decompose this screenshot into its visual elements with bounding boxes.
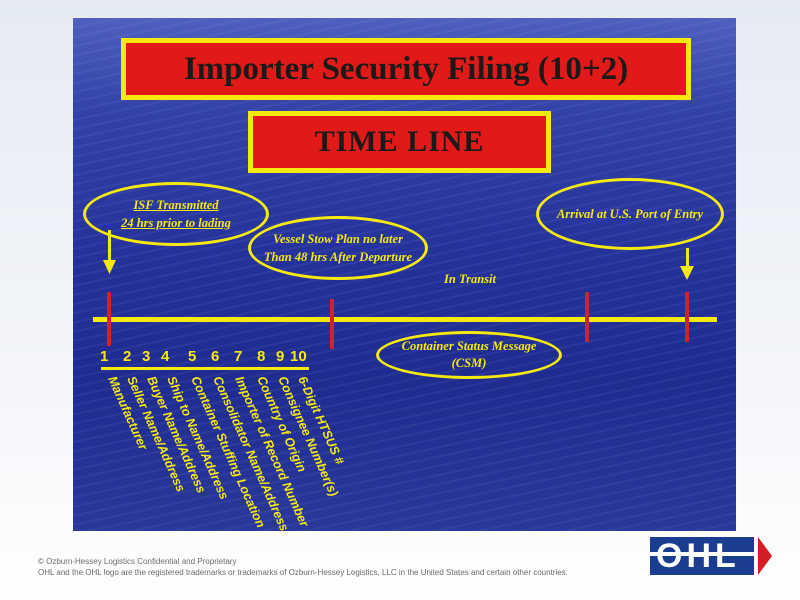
timeline-graphic [93,230,717,370]
arrival-oval: Arrival at U.S. Port of Entry [536,178,724,250]
item-number-8: 8 [257,348,266,365]
arrival-label: Arrival at U.S. Port of Entry [556,206,704,221]
vessel-stow-oval: Vessel Stow Plan no later Than 48 hrs Af… [248,216,428,280]
ohl-logo: OHL [646,533,776,579]
in-transit-label: In Transit [444,272,496,286]
item-number-10: 10 [290,348,307,365]
isf-transmitted-title: ISF Transmitted [133,197,219,212]
vessel-stow-line2: Than 48 hrs After Departure [263,250,413,264]
isf-transmitted-oval: ISF Transmitted 24 hrs prior to lading [83,182,269,246]
csm-oval: Container Status Message (CSM) [376,331,562,379]
ohl-logo-graphic [650,537,772,575]
arrow-down-left-icon [103,230,116,274]
numbers-underline [101,367,309,370]
item-number-9: 9 [276,348,285,365]
slide-canvas: Importer Security Filing (10+2) TIME LIN… [73,18,736,531]
tick-in-transit [585,292,589,342]
item-number-7: 7 [234,348,243,365]
timeline-axis [93,317,717,322]
item-number-3: 3 [142,348,151,365]
footer-copyright: © Ozburn-Hessey Logistics Confidential a… [38,557,237,566]
vessel-stow-line1: Vessel Stow Plan no later [273,231,403,246]
timeline-banner: TIME LINE [248,111,551,173]
item-number-1: 1 [100,348,109,365]
timeline-heading: TIME LINE [314,125,485,158]
csm-line2: (CSM) [451,356,487,370]
tick-arrival [685,292,689,342]
item-number-6: 6 [211,348,220,365]
arrow-down-right-icon [680,248,694,280]
item-number-2: 2 [123,348,132,365]
csm-line1: Container Status Message [401,339,537,354]
tick-vessel-stow [330,299,334,349]
page-title: Importer Security Filing (10+2) [183,50,629,87]
title-banner: Importer Security Filing (10+2) [121,38,691,100]
tick-isf [107,292,111,346]
footer-trademark: OHL and the OHL logo are the registered … [38,568,568,577]
item-number-5: 5 [188,348,197,365]
ohl-logo-text: OHL [656,537,740,575]
item-number-4: 4 [161,348,170,365]
isf-transmitted-timing: 24 hrs prior to lading [121,216,231,230]
